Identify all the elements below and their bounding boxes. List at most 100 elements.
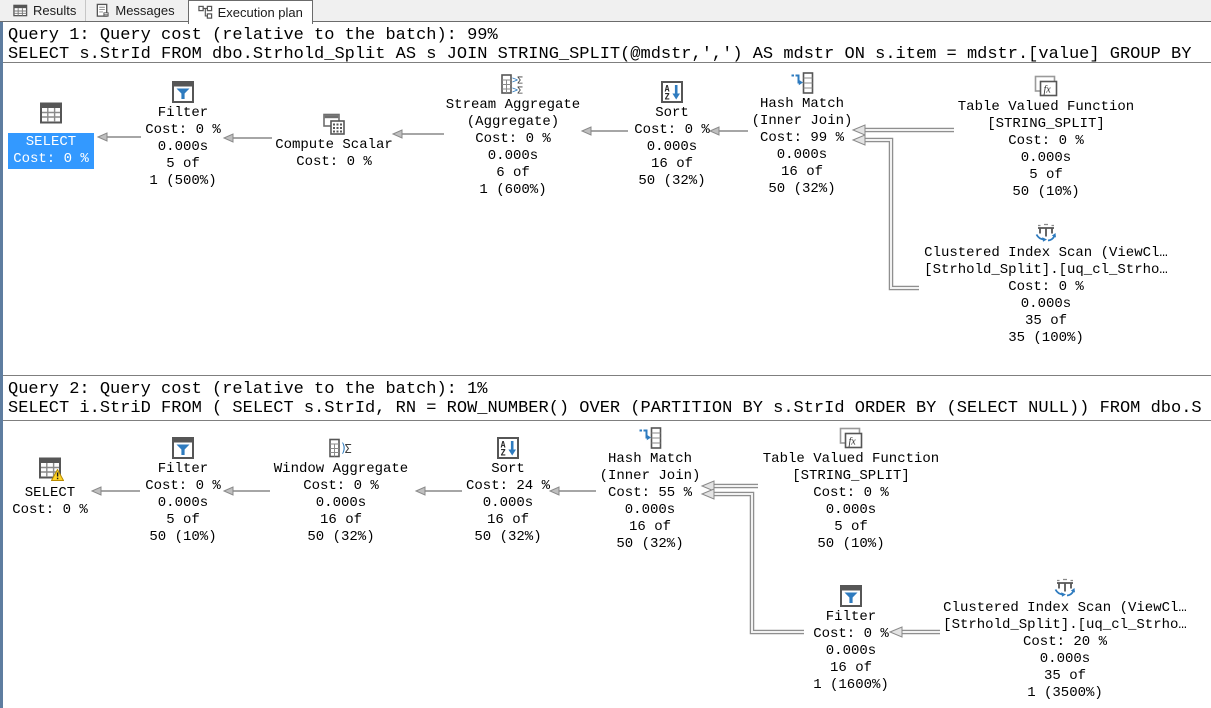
node-text-line: (Aggregate) [466, 114, 560, 130]
node-text-line: Filter [157, 461, 209, 477]
node-text-line: 0.000s [157, 139, 209, 155]
node-text-line: 35 of [1024, 313, 1067, 329]
node-text-line: 1 (3500%) [1027, 685, 1103, 701]
node-table-valued-function[interactable]: Table Valued Function[STRING_SPLIT]Cost:… [896, 74, 1196, 201]
node-text-line: 5 of [1029, 167, 1063, 183]
query2-header: Query 2: Query cost (relative to the bat… [0, 375, 1211, 421]
tab-results[interactable]: Results [4, 0, 85, 21]
query1-cost-line: Query 1: Query cost (relative to the bat… [8, 26, 498, 45]
query1-header: Query 1: Query cost (relative to the bat… [0, 23, 1211, 63]
node-text-line: 50 (10%) [149, 529, 217, 545]
node-text-line: SELECT [24, 485, 76, 501]
node-clustered-index-scan[interactable]: Clustered Index Scan (ViewCl…[Strhold_Sp… [915, 575, 1211, 702]
node-clustered-index-scan[interactable]: Clustered Index Scan (ViewCl…[Strhold_Sp… [896, 220, 1196, 347]
node-text-line: 50 (32%) [638, 173, 706, 189]
node-text-line: Sort [491, 461, 525, 477]
node-text-line: Cost: 0 % [1008, 279, 1084, 295]
node-text-line: Cost: 24 % [465, 478, 550, 494]
messages-icon [95, 3, 110, 18]
tab-label: Execution plan [217, 5, 303, 20]
clustered-index-scan-icon [915, 575, 1211, 600]
node-text-line: 5 of [166, 156, 200, 172]
node-text-line: Cost: 0 % [1008, 133, 1084, 149]
node-text-line: 0.000s [825, 643, 877, 659]
node-text-line: (Inner Join) [751, 113, 853, 129]
tab-label: Results [33, 3, 77, 18]
node-text-line: 50 (32%) [768, 181, 836, 197]
query2-cost-line: Query 2: Query cost (relative to the bat… [8, 380, 488, 399]
node-text-line: SELECT [25, 134, 77, 150]
filter-icon [33, 80, 333, 105]
node-text-line: Table Valued Function [957, 99, 1135, 115]
node-text-line: 5 of [834, 519, 868, 535]
pane-left-edge [0, 22, 3, 708]
tab-messages[interactable]: Messages [85, 0, 183, 21]
node-text-line: 0.000s [1039, 651, 1091, 667]
node-text-line: Filter [157, 105, 209, 121]
node-text-line: 0.000s [482, 495, 534, 511]
node-text-line: Compute Scalar [275, 137, 393, 153]
node-text-line: Cost: 0 % [303, 478, 379, 494]
node-text-line: 6 of [496, 165, 530, 181]
node-text-line: 16 of [319, 512, 362, 528]
node-text: Table Valued Function[STRING_SPLIT]Cost:… [896, 99, 1196, 201]
node-text-line: Clustered Index Scan (ViewCl… [924, 245, 1168, 261]
node-text-line: 1 (600%) [479, 182, 547, 198]
node-text-line: Table Valued Function [762, 451, 940, 467]
node-text-line: [Strhold_Split].[uq_cl_Strho… [943, 617, 1187, 633]
node-text-line: Cost: 0 % [813, 485, 889, 501]
results-grid-icon [13, 3, 28, 18]
node-text-line: Cost: 99 % [759, 130, 844, 146]
node-text-line: Cost: 0 % [475, 131, 551, 147]
node-text-line: Cost: 0 % [145, 122, 221, 138]
query1-sql-text: SELECT s.StrId FROM dbo.Strhold_Split AS… [8, 45, 1192, 63]
node-text-line: 50 (32%) [474, 529, 542, 545]
node-text-line: Cost: 0 % [145, 478, 221, 494]
tab-label: Messages [115, 3, 175, 18]
node-text-line: 35 of [1043, 668, 1086, 684]
node-text-line: Cost: 0 % [13, 151, 89, 167]
node-text-line: 0.000s [1020, 150, 1072, 166]
node-text-line: 0.000s [487, 148, 539, 164]
node-text-line: 0.000s [157, 495, 209, 511]
node-table-valued-function[interactable]: Table Valued Function[STRING_SPLIT]Cost:… [701, 426, 1001, 553]
node-text-line: 0.000s [646, 139, 698, 155]
node-text-line: Cost: 0 % [296, 154, 372, 170]
node-stream-aggregate[interactable]: Stream Aggregate(Aggregate)Cost: 0 %0.00… [363, 72, 663, 199]
node-text-line: 35 (100%) [1008, 330, 1084, 346]
node-text-line: 16 of [829, 660, 872, 676]
node-text-line: 0.000s [825, 502, 877, 518]
tab-execution-plan[interactable]: Execution plan [187, 0, 313, 24]
node-text-line: 16 of [628, 519, 671, 535]
node-text-line: Cost: 0 % [12, 502, 88, 518]
node-text-line: [STRING_SPLIT] [792, 468, 910, 484]
node-text-line: Hash Match [607, 451, 692, 467]
node-text-line: 0.000s [624, 502, 676, 518]
node-text-line: 16 of [650, 156, 693, 172]
node-text-line: [STRING_SPLIT] [987, 116, 1105, 132]
node-text-line: Hash Match [759, 96, 844, 112]
node-text-line: 16 of [486, 512, 529, 528]
node-text-line: Cost: 0 % [813, 626, 889, 642]
node-text-line: Cost: 0 % [634, 122, 710, 138]
node-text-line: 0.000s [315, 495, 367, 511]
